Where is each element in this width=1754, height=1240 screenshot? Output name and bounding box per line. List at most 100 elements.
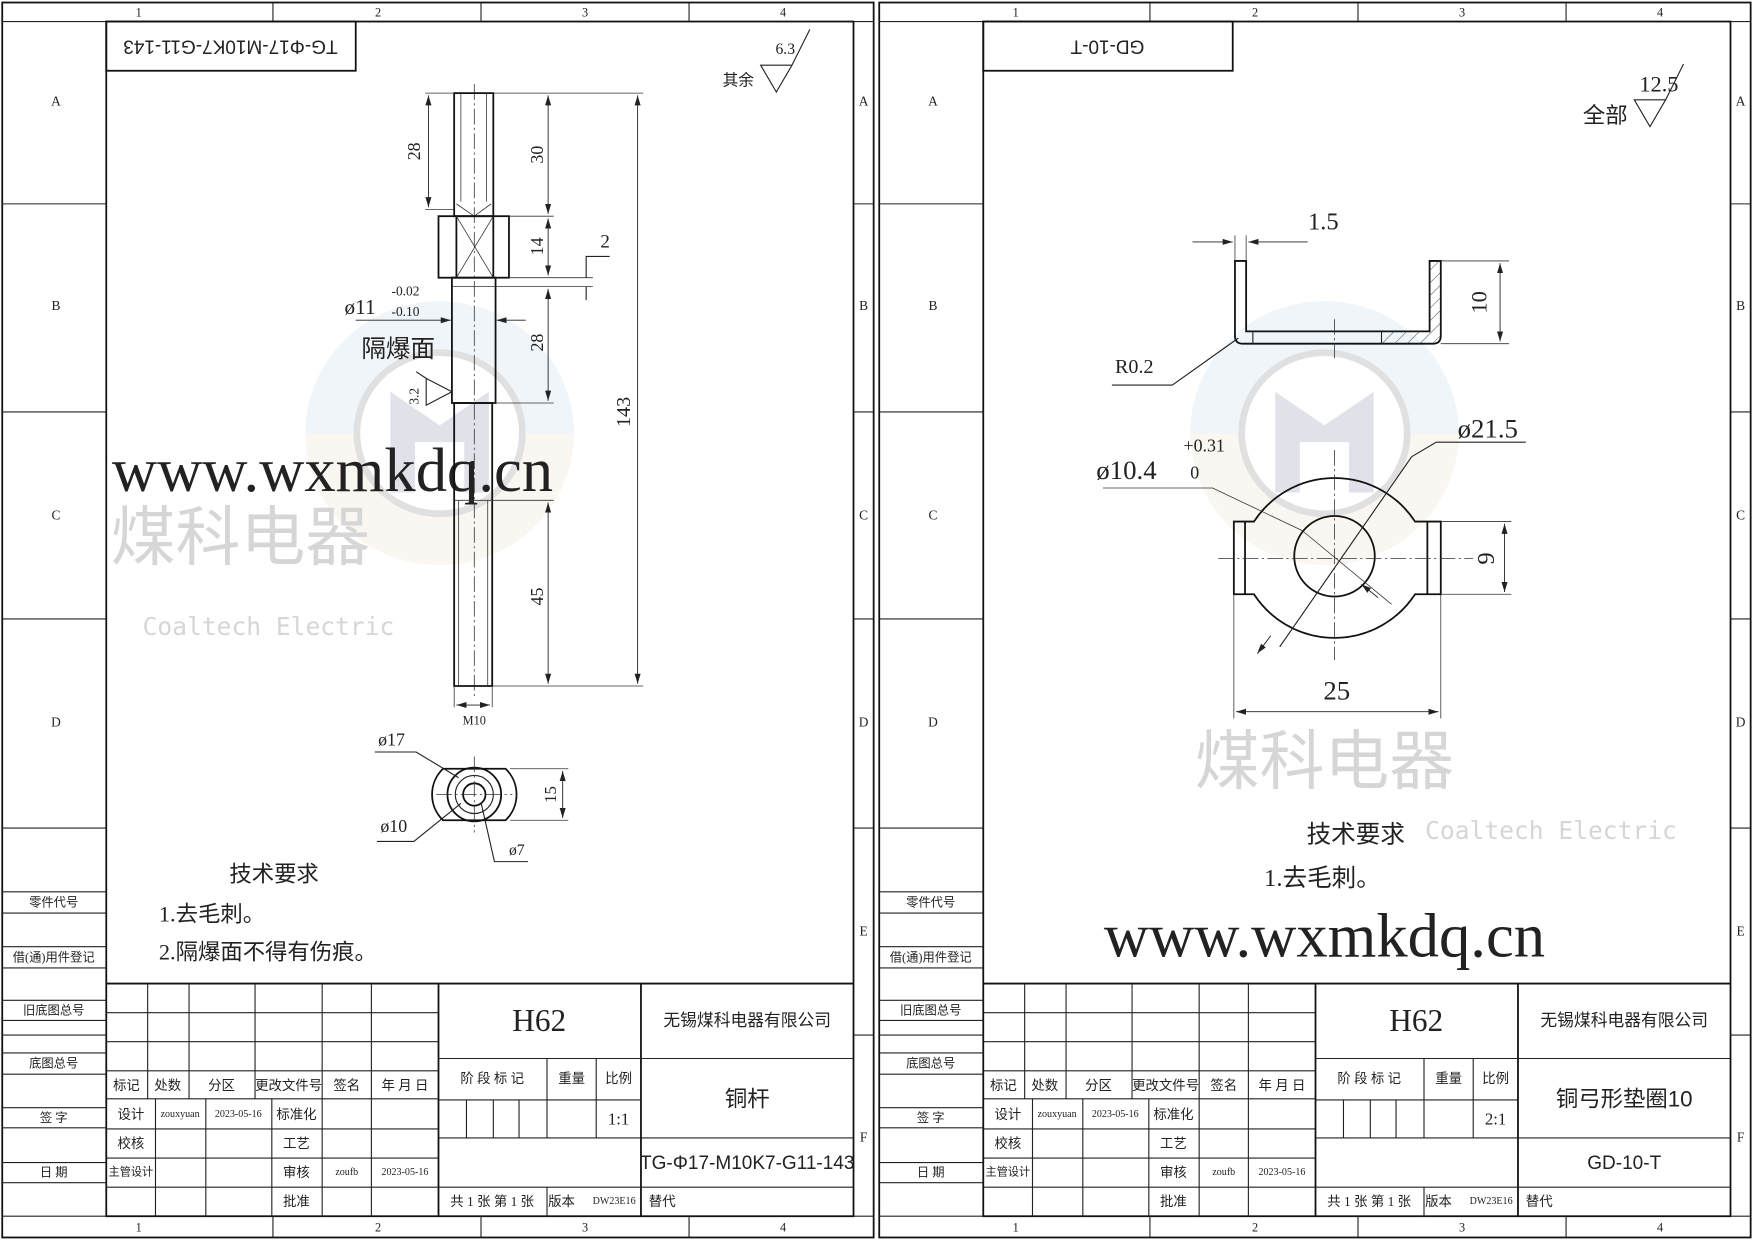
zone-row-label: E (1736, 923, 1744, 938)
outline (456, 203, 492, 217)
revision-header: 分区 (1085, 1078, 1112, 1093)
zone-row-label: A (51, 93, 61, 108)
side-label: 底图总号 (29, 1056, 78, 1071)
reviewer-name: zoufb (335, 1167, 358, 1178)
part-name: 铜弓形垫圈10 (1556, 1086, 1693, 1111)
label-approve: 批准 (283, 1194, 310, 1209)
side-label: 签 字 (917, 1110, 945, 1125)
zone-column-label: 4 (1657, 1220, 1663, 1234)
revision-header: 处数 (1031, 1078, 1058, 1093)
flat-cross-mark (456, 215, 494, 278)
zone-row-label: A (859, 93, 869, 108)
label-scale: 比例 (605, 1071, 632, 1086)
label-weight: 重量 (558, 1071, 585, 1086)
scale-value: 2:1 (1485, 1109, 1506, 1128)
revision-header: 分区 (208, 1078, 235, 1093)
label-replace: 替代 (1526, 1194, 1553, 1209)
revision-header: 标记 (113, 1078, 140, 1093)
label-review: 审核 (283, 1165, 310, 1180)
zone-column-label: 3 (582, 1220, 588, 1234)
material: H62 (512, 1003, 566, 1038)
version-value: DW23E16 (1470, 1196, 1513, 1207)
review-date: 2023-05-16 (381, 1167, 428, 1178)
scale-value: 1:1 (608, 1109, 629, 1128)
end-view-outline (431, 767, 518, 822)
label-design: 设计 (117, 1107, 144, 1122)
zone-row-label: F (1737, 1129, 1744, 1144)
zone-row-label: C (1736, 507, 1745, 522)
rod-top-section (453, 92, 495, 218)
tech-requirement-item: 1.去毛刺。 (159, 902, 265, 927)
revision-header: 签名 (333, 1077, 360, 1093)
zone-column-label: 2 (375, 1220, 381, 1234)
roughness-symbol-icon (759, 29, 811, 94)
dimension-15: 15 (541, 786, 560, 803)
sealing-face-label: 隔爆面 (361, 335, 435, 363)
label-version: 版本 (548, 1194, 575, 1209)
label-weight: 重量 (1435, 1071, 1462, 1086)
dimension-45: 45 (527, 588, 547, 606)
label-approve: 批准 (1160, 1194, 1187, 1209)
design-date: 2023-05-16 (1092, 1109, 1139, 1120)
inner-frame (982, 20, 1732, 1218)
leader (480, 802, 528, 863)
dimension-25: 25 (1323, 675, 1350, 705)
zone-row-label: D (51, 714, 61, 729)
watermark (305, 301, 574, 566)
tolerance-lower: 0 (1190, 462, 1199, 482)
watermark-brand-cn: 煤科电器 (1195, 724, 1455, 797)
watermark-brand-cn: 煤科电器 (111, 501, 371, 574)
tolerance-upper: +0.31 (1184, 435, 1225, 455)
label-scale: 比例 (1482, 1071, 1509, 1086)
drawing-number: GD-10-T (1587, 1153, 1661, 1174)
leader (376, 803, 462, 843)
label-stage-mark: 阶 段 标 记 (460, 1071, 524, 1086)
designer-name: zouxyuan (161, 1109, 200, 1120)
revision-header: 更改文件号 (255, 1078, 322, 1093)
inner-hole (1293, 515, 1376, 598)
tech-requirement-item: 1.去毛刺。 (1264, 864, 1381, 892)
zone-column-label: 3 (1459, 6, 1465, 20)
code-box (105, 20, 357, 72)
tolerance-lower: -0.10 (392, 304, 420, 319)
side-label: 底图总号 (906, 1056, 955, 1071)
label-version: 版本 (1425, 1194, 1452, 1209)
label-stage-mark: 阶 段 标 记 (1337, 1071, 1401, 1086)
side-label: 日 期 (917, 1166, 945, 1180)
review-date: 2023-05-16 (1258, 1167, 1305, 1178)
dimension-28: 28 (527, 334, 547, 352)
dimension-14: 14 (527, 237, 547, 255)
diameter-7: ø7 (509, 842, 525, 859)
zone-row-label: C (928, 507, 937, 522)
side-label: 签 字 (40, 1110, 68, 1125)
sheet-count: 共 1 张 第 1 张 (450, 1193, 534, 1209)
zone-column-label: 1 (136, 1220, 142, 1234)
drawing-code-upside-down: TG-Φ17-M10K7-G11-143 (123, 36, 337, 57)
code-box (982, 20, 1234, 72)
label-chief-design: 主管设计 (109, 1165, 154, 1179)
roughness-value: 12.5 (1639, 72, 1678, 97)
side-label: 零件代号 (906, 895, 955, 909)
zone-column-label: 2 (1252, 1220, 1258, 1234)
watermark-logo-m (390, 391, 489, 493)
dimension-m10: M10 (463, 714, 486, 728)
side-label: 零件代号 (29, 895, 78, 909)
dimension-30: 30 (527, 146, 547, 164)
part-name: 铜杆 (725, 1086, 770, 1111)
drawing-number: TG-Φ17-M10K7-G11-143 (640, 1153, 854, 1174)
zone-column-label: 2 (375, 6, 381, 20)
zone-row-label: C (859, 507, 868, 522)
revision-header: 年 月 日 (381, 1078, 428, 1093)
side-label: 日 期 (40, 1166, 68, 1180)
tech-requirements-title: 技术要求 (1307, 820, 1405, 848)
label-process: 工艺 (1160, 1136, 1187, 1151)
label-check: 校核 (117, 1135, 144, 1151)
side-label: 旧底图总号 (23, 1002, 85, 1017)
sheet-count: 共 1 张 第 1 张 (1327, 1193, 1411, 1209)
dimension-2: 2 (600, 231, 610, 252)
zone-row-label: E (859, 923, 867, 938)
design-date: 2023-05-16 (215, 1109, 262, 1120)
sheet-border (1, 1, 875, 1239)
zone-row-label: B (928, 298, 937, 313)
